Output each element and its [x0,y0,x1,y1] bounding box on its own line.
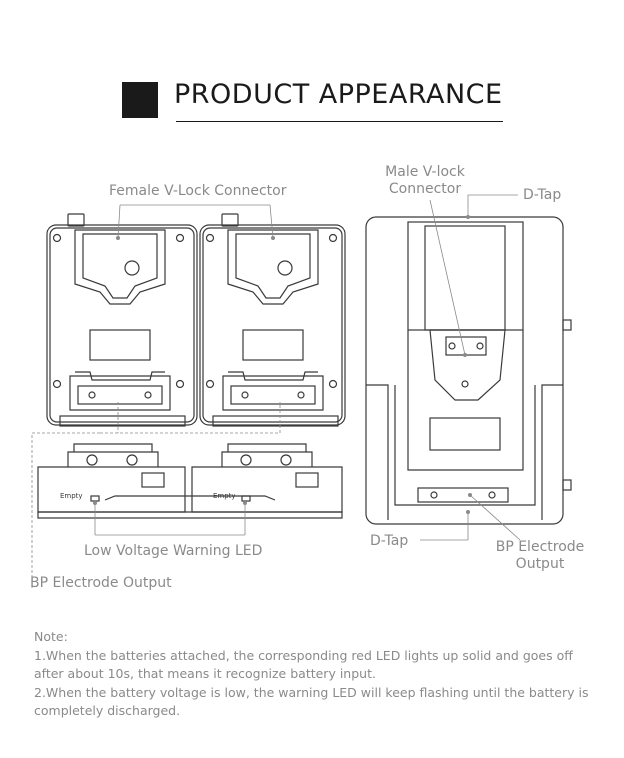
label-male-vlock-line2: Connector [388,181,462,197]
plate-right [365,216,572,525]
product-diagram [31,194,572,588]
label-bp-electrode-line2: Output [515,556,565,572]
leader-bp-electrode [469,494,521,541]
label-low-voltage-led: Low Voltage Warning LED [84,543,263,559]
note-item-2: 2.When the battery voltage is low, the w… [34,684,589,719]
label-male-vlock-line1: Male V-lock [385,164,465,180]
label-bp-electrode-line1: BP Electrode [495,539,585,555]
note-item-1: 1.When the batteries attached, the corre… [34,647,573,682]
plate-left-2 [199,213,346,427]
label-empty-right: Empty [213,492,236,500]
side-view-bar [37,443,343,519]
header: PRODUCT APPEARANCE [0,0,624,130]
label-bp-electrode-output: BP Electrode Output [30,575,172,591]
label-dtap-top: D-Tap [523,187,562,203]
label-dtap-bottom: D-Tap [370,533,409,549]
page-title: PRODUCT APPEARANCE [174,79,503,110]
title-square-icon [122,82,158,118]
title-underline [176,121,503,122]
label-empty-left: Empty [60,492,83,500]
leader-bp-output [31,432,100,588]
note-heading: Note: [34,629,68,644]
label-bp-electrode: BP Electrode Output [490,539,590,573]
plate-left-1 [46,213,198,427]
leader-male-vlock [429,199,466,356]
label-female-vlock-connector: Female V-Lock Connector [109,183,287,199]
label-male-vlock-connector: Male V-lock Connector [366,164,484,198]
note-section: Note: 1.When the batteries attached, the… [34,628,594,721]
